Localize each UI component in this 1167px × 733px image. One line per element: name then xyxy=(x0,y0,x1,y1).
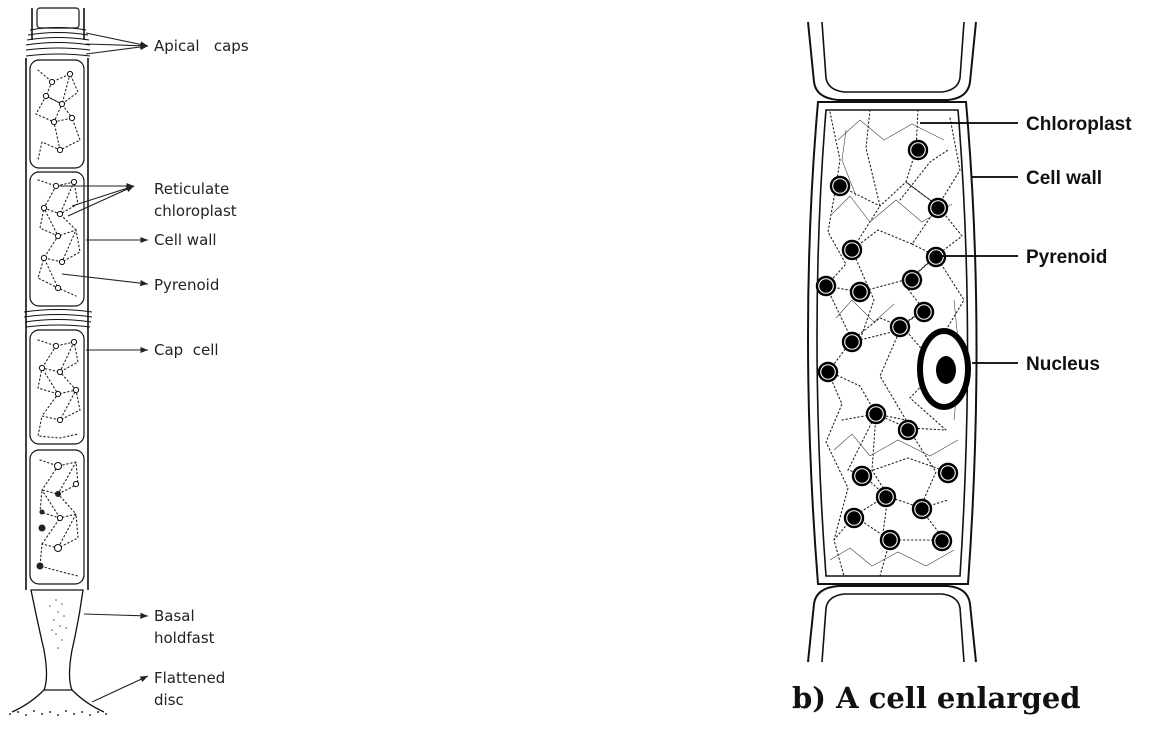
nucleolus xyxy=(936,356,956,384)
caption-b: b) A cell enlarged xyxy=(792,681,1081,715)
filament-figure: Apical caps Reticulate chloroplast Cell … xyxy=(9,8,249,716)
label-nucleus: Nucleus xyxy=(1026,354,1100,375)
label-basal: Basal xyxy=(154,607,195,625)
label-cap-cell: Cap cell xyxy=(154,341,219,359)
label-reticulate: Reticulate xyxy=(154,180,229,198)
label-holdfast: holdfast xyxy=(154,629,215,647)
reticulate-network-cell-1 xyxy=(36,70,80,160)
top-cell xyxy=(37,8,79,28)
label-cell-wall-b: Cell wall xyxy=(1026,168,1102,189)
filament-arrows xyxy=(58,33,148,702)
enlarged-leader-lines xyxy=(920,123,1018,363)
cap-cell-rings xyxy=(24,310,92,328)
label-disc: disc xyxy=(154,691,184,709)
basal-holdfast xyxy=(31,590,83,690)
label-chloroplast-b: Chloroplast xyxy=(1026,114,1132,135)
label-pyrenoid-a: Pyrenoid xyxy=(154,276,219,294)
holdfast-stipple xyxy=(49,599,67,649)
label-pyrenoid-b: Pyrenoid xyxy=(1026,247,1107,268)
flattened-disc xyxy=(12,690,104,712)
label-cell-wall-a: Cell wall xyxy=(154,231,217,249)
label-flattened: Flattened xyxy=(154,669,225,687)
label-chloroplast: chloroplast xyxy=(154,202,237,220)
enlarged-cell-figure: Chloroplast Cell wall Pyrenoid Nucleus b… xyxy=(792,22,1132,715)
label-apical-caps: Apical caps xyxy=(154,37,249,55)
disc-ground-marks xyxy=(9,710,107,716)
apical-cap-rings xyxy=(26,28,90,57)
filament-dark-pyrenoids xyxy=(37,491,62,570)
